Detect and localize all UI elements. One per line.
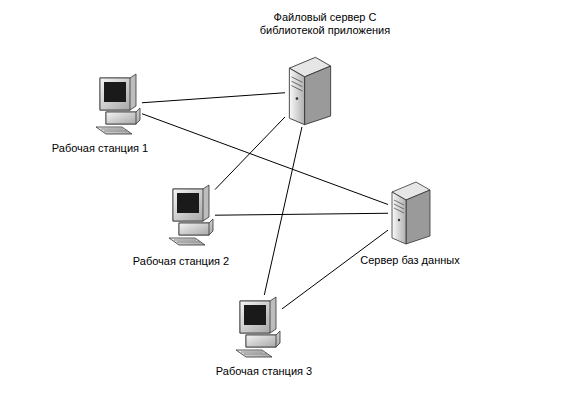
workstation-node: Рабочая станция 3 <box>232 295 282 360</box>
server-node: Файловый сервер С библиотекой приложения <box>285 55 335 127</box>
link-line <box>215 213 388 215</box>
network-link <box>264 127 302 295</box>
network-link <box>282 230 388 309</box>
computer-icon <box>92 72 142 137</box>
network-link <box>215 213 388 215</box>
workstation-node: Рабочая станция 2 <box>165 183 215 248</box>
computer-icon <box>232 295 282 360</box>
link-line <box>215 117 285 190</box>
node-label: Рабочая станция 2 <box>133 255 229 268</box>
node-label: Рабочая станция 3 <box>216 365 312 378</box>
link-line <box>282 230 388 309</box>
server-icon <box>285 55 335 127</box>
link-line <box>142 93 285 103</box>
node-label: Файловый сервер С библиотекой приложения <box>250 11 400 37</box>
network-link <box>215 117 285 190</box>
server-node: Сервер баз данных <box>388 180 434 246</box>
workstation-node: Рабочая станция 1 <box>92 72 142 137</box>
network-link <box>142 93 285 103</box>
computer-icon <box>165 183 215 248</box>
server-icon <box>388 180 434 246</box>
link-line <box>264 127 302 295</box>
node-label: Рабочая станция 1 <box>52 142 148 155</box>
node-label: Сервер баз данных <box>360 254 459 267</box>
